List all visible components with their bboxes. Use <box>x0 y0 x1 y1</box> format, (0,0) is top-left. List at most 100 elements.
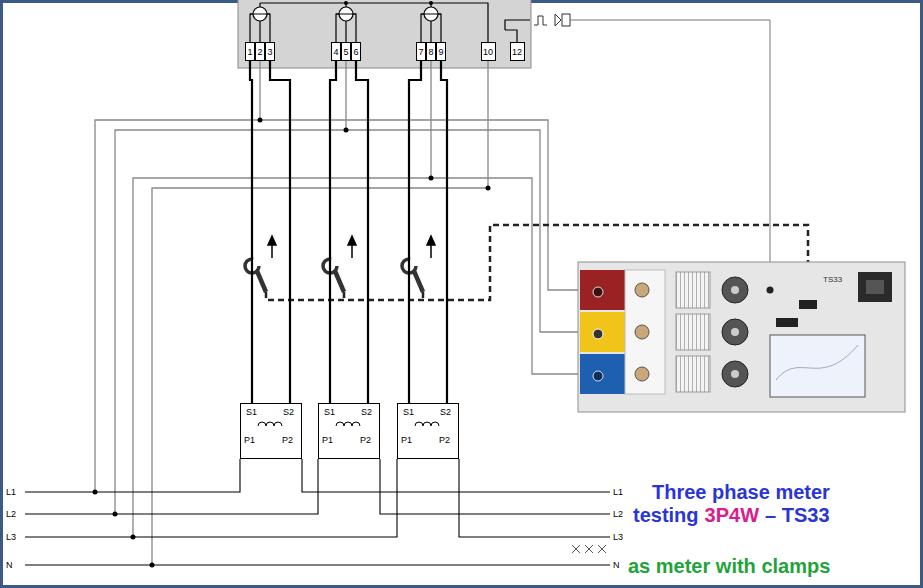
socket-panel <box>625 270 665 394</box>
ct-terminal-label: P1 <box>322 435 333 445</box>
current-transformer: S1S2P1P2 <box>397 403 459 459</box>
junction-dot <box>258 118 263 123</box>
line-l2-in <box>25 459 318 514</box>
terminal-number: 9 <box>438 47 443 57</box>
line-l3-in <box>25 459 397 537</box>
terminal-number: 10 <box>483 47 493 57</box>
arrow-shaft <box>272 244 431 258</box>
pulse-output <box>562 14 570 26</box>
voltage-common <box>260 3 488 42</box>
terminal-number: 1 <box>247 47 252 57</box>
ct-coil <box>415 422 439 426</box>
ct-terminal-label: P2 <box>282 435 293 445</box>
title-line: testing3P4W– TS33 <box>633 503 836 527</box>
voltage-wire-l1 <box>95 120 580 492</box>
line-label: L1 <box>613 487 623 497</box>
fan <box>722 361 748 387</box>
terminal-box: 10 <box>481 42 496 61</box>
current-socket <box>635 367 649 381</box>
clamp-handle <box>335 271 344 292</box>
title-line: Three phase meter <box>652 480 836 504</box>
meter-internal-wiring <box>250 3 530 42</box>
line-l1-in <box>25 459 240 492</box>
current-transformer: S1S2P1P2 <box>240 403 302 459</box>
junction-dot <box>344 1 348 5</box>
line-label: L3 <box>613 532 623 542</box>
terminal-box: 9 <box>436 42 446 61</box>
line-label: L1 <box>6 487 16 497</box>
terminal-number: 7 <box>418 47 423 57</box>
current-wire <box>356 61 368 403</box>
ct-terminal-label: S2 <box>440 407 451 417</box>
title-text: 3P4W <box>705 503 759 527</box>
terminal-number: 5 <box>343 47 348 57</box>
terminal-box: 3 <box>265 42 275 61</box>
current-clamp <box>245 259 266 292</box>
terminal-box: 8 <box>426 42 436 61</box>
pulse-output <box>555 14 561 26</box>
current-wire <box>250 61 252 403</box>
title-text: testing <box>633 503 699 527</box>
current-transformer: S1S2P1P2 <box>318 403 380 459</box>
test-device: TS33 <box>578 262 905 412</box>
terminal-box: 7 <box>416 42 426 61</box>
junction-dot <box>429 1 433 5</box>
line-label: L2 <box>613 509 623 519</box>
phase-panel-blue <box>580 354 625 394</box>
ct-terminal-label: S1 <box>403 407 414 417</box>
phase-panel-red <box>580 270 625 310</box>
pulse-input <box>767 287 774 294</box>
voltage-wires <box>95 61 580 565</box>
title-line: as meter with clamps <box>628 554 836 578</box>
line-label: N <box>6 560 13 570</box>
terminal-number: 4 <box>333 47 338 57</box>
vent-grille <box>676 314 710 350</box>
pulse-symbol <box>534 16 547 25</box>
voltage-wire-l3 <box>133 178 580 537</box>
voltage-wire-n <box>152 188 488 565</box>
title-text: as meter with clamps <box>628 554 830 578</box>
device-name: TS33 <box>823 275 842 285</box>
ct-terminal-label: P2 <box>360 435 371 445</box>
ct-coil <box>258 422 282 426</box>
meter-voltage-tap <box>260 61 488 188</box>
voltage-coil-lead <box>260 21 431 42</box>
terminal-box: 1 <box>245 42 255 61</box>
load-symbol <box>572 545 606 553</box>
phase-panel-yellow <box>580 312 625 352</box>
current-socket <box>635 283 649 297</box>
line-l3-out <box>459 459 610 537</box>
current-wire <box>330 61 336 403</box>
power-socket <box>866 280 884 294</box>
fan-hub <box>731 370 739 378</box>
ct-coil <box>336 422 360 426</box>
pulse-wire <box>570 20 770 287</box>
screen-graph <box>776 345 858 380</box>
terminal-number: 2 <box>257 47 262 57</box>
line-label: N <box>613 560 620 570</box>
vent-grille <box>676 356 710 392</box>
tap-dots <box>93 118 491 568</box>
terminal-box: 12 <box>510 42 525 61</box>
current-wire <box>270 61 290 403</box>
terminal-box: 5 <box>341 42 351 61</box>
line-label: L2 <box>6 509 16 519</box>
terminal-box: 6 <box>351 42 361 61</box>
ct-terminal-label: P1 <box>401 435 412 445</box>
title-text: – TS33 <box>765 503 829 527</box>
voltage-socket <box>593 287 603 297</box>
current-wire <box>441 61 447 403</box>
touch-screen <box>770 335 865 397</box>
fan-hub <box>731 286 739 294</box>
junction-dot <box>486 186 491 191</box>
clamp-port <box>799 300 817 309</box>
device-body <box>578 262 905 412</box>
voltage-socket <box>593 371 603 381</box>
pulse-lead <box>505 20 530 42</box>
voltage-socket <box>593 329 603 339</box>
power-socket <box>858 272 892 302</box>
ts33-device <box>578 262 905 412</box>
clamp-handle <box>257 271 266 292</box>
terminal-number: 12 <box>512 47 522 57</box>
